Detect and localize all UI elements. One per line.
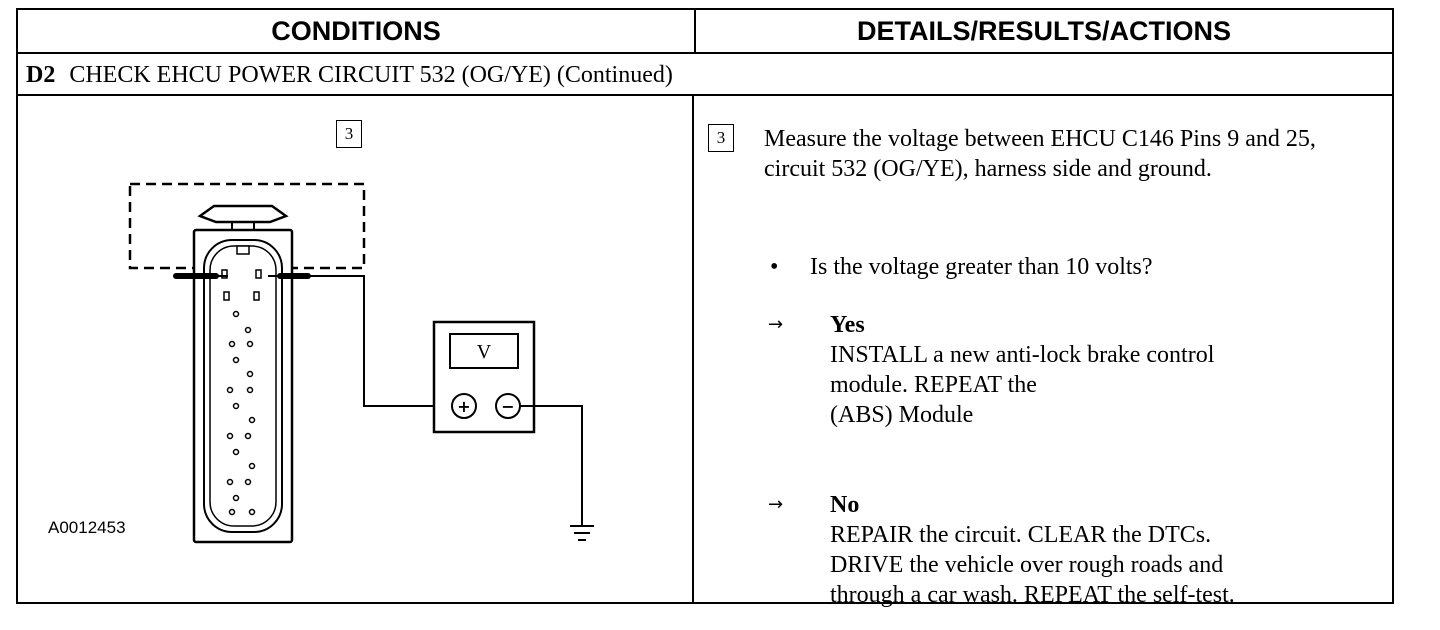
pin <box>226 386 234 394</box>
voltmeter-label: V <box>477 341 492 363</box>
connector-pins <box>221 269 262 516</box>
ground-icon <box>570 525 594 541</box>
details-step-number: 3 <box>708 124 734 152</box>
yes-action-line: INSTALL a new anti-lock brake control <box>830 342 1215 368</box>
instruction-text: Measure the voltage between EHCU C146 Pi… <box>764 126 1316 182</box>
no-action-line: DRIVE the vehicle over rough roads and <box>830 552 1224 578</box>
voltmeter-display <box>449 333 519 369</box>
pin <box>228 340 236 348</box>
pin <box>232 310 240 318</box>
arrow-right-icon: → <box>768 494 784 515</box>
connector-body-icon <box>192 228 294 544</box>
connector-latch-icon <box>197 204 289 224</box>
pin <box>228 508 236 516</box>
header-column-divider <box>694 10 696 52</box>
question-text: Is the voltage greater than 10 volts? <box>810 254 1153 280</box>
no-result: → No REPAIR the circuit. CLEAR the DTCs.… <box>768 490 1390 610</box>
bullet-icon: • <box>770 254 779 280</box>
negative-terminal-label: − <box>501 397 514 416</box>
pin-25 <box>255 269 262 279</box>
diagnostic-table: CONDITIONS DETAILS/RESULTS/ACTIONS D2 CHE… <box>16 8 1394 608</box>
pin-9 <box>221 269 228 279</box>
body-column-divider <box>692 94 694 602</box>
yes-action-line: module. REPEAT the <box>830 372 1037 398</box>
yes-action-line: (ABS) Module <box>830 402 974 428</box>
no-action-line: REPAIR the circuit. CLEAR the DTCs. <box>830 522 1212 548</box>
pin <box>232 402 240 410</box>
no-action-line: through a car wash. REPEAT the self-test… <box>830 582 1235 608</box>
no-label: No <box>830 492 860 518</box>
step-title-divider <box>18 94 1392 96</box>
pin <box>248 462 256 470</box>
question-item: • Is the voltage greater than 10 volts? <box>770 252 1370 282</box>
pin <box>226 432 234 440</box>
pin <box>244 432 252 440</box>
pin <box>248 416 256 424</box>
pin <box>232 356 240 364</box>
connector-inner-outline <box>203 239 283 533</box>
pin <box>223 291 230 301</box>
figure-id: A0012453 <box>48 518 126 537</box>
pin <box>248 508 256 516</box>
pin <box>246 340 254 348</box>
header-divider <box>18 52 1392 54</box>
pin <box>246 386 254 394</box>
yes-result: → Yes INSTALL a new anti-lock brake cont… <box>768 310 1390 430</box>
negative-lead-wire <box>520 405 583 526</box>
step-title-row: D2 CHECK EHCU POWER CIRCUIT 532 (OG/YE) (… <box>26 56 673 94</box>
connector-key-icon <box>236 245 250 255</box>
pin <box>244 326 252 334</box>
step-id: D2 <box>26 62 56 88</box>
positive-terminal-icon <box>451 393 477 419</box>
wiring-diagram: V + − <box>128 182 594 544</box>
pin <box>246 370 254 378</box>
positive-lead-wire <box>308 275 450 407</box>
conditions-header: CONDITIONS <box>271 16 441 46</box>
details-header: DETAILS/RESULTS/ACTIONS <box>856 16 1231 46</box>
pin <box>232 448 240 456</box>
yes-label: Yes <box>830 312 865 338</box>
step-title: CHECK EHCU POWER CIRCUIT 532 (OG/YE) (Co… <box>69 62 673 88</box>
pin <box>244 478 252 486</box>
arrow-right-icon: → <box>768 314 784 335</box>
figure-step-number: 3 <box>336 120 362 148</box>
pin <box>232 494 240 502</box>
pin <box>253 291 260 301</box>
positive-terminal-label: + <box>457 397 470 416</box>
pin <box>226 478 234 486</box>
